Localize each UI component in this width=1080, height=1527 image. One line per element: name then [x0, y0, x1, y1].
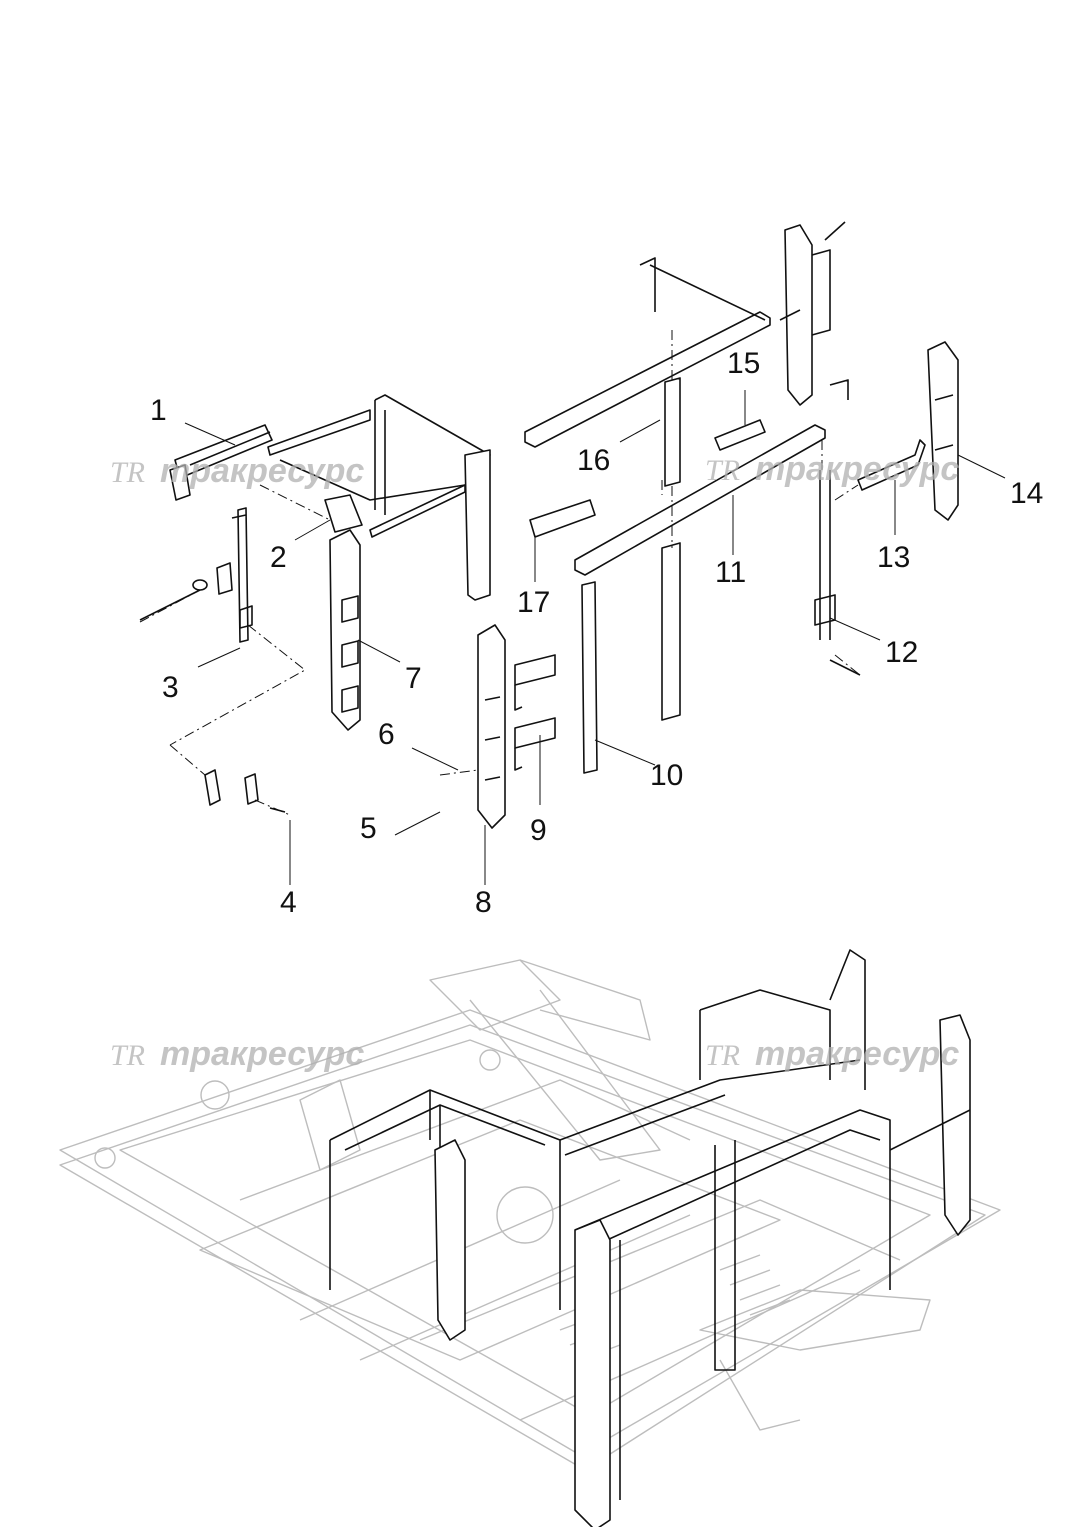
upper-right-assembly [779, 221, 849, 406]
watermark-text: тракресурс [160, 452, 364, 490]
callout-16: 16 [577, 444, 610, 477]
watermark-logo: TR [110, 456, 145, 489]
watermark-2: TR тракресурс [705, 450, 959, 488]
assembled-cab-frame [329, 949, 971, 1527]
watermark-logo: TR [705, 1039, 740, 1072]
callout-labels: 1 2 3 4 5 6 7 8 9 10 11 12 13 14 15 16 1… [150, 347, 1043, 919]
part-17-block [529, 499, 596, 538]
part-16-upper-beam [524, 257, 771, 487]
callout-6: 6 [378, 718, 395, 751]
leader-lines [184, 390, 1006, 885]
part-4-lower-bracket [204, 769, 286, 813]
callout-11: 11 [715, 556, 746, 589]
callout-7: 7 [405, 662, 422, 695]
part-10-post [581, 581, 598, 774]
callout-9: 9 [530, 814, 547, 847]
callout-8: 8 [475, 886, 492, 919]
part-3-vertical-bar [139, 507, 253, 643]
watermark-3: TR тракресурс [110, 1035, 364, 1073]
part-1-bracket [169, 424, 273, 501]
part-8-front-pillar [477, 624, 506, 829]
part-14-right-pillar [927, 341, 959, 521]
part-7-left-pillar [329, 529, 361, 731]
callout-15: 15 [727, 347, 760, 380]
callout-13: 13 [877, 541, 910, 574]
watermark-logo: TR [110, 1039, 145, 1072]
part-9-brackets [514, 654, 556, 771]
watermark-1: TR тракресурс [110, 452, 364, 490]
callout-2: 2 [270, 541, 287, 574]
callout-4: 4 [280, 886, 297, 919]
part-11-cross-beam [574, 424, 826, 721]
watermark-logo: TR [705, 454, 740, 487]
callout-14: 14 [1010, 477, 1043, 510]
callout-10: 10 [650, 759, 683, 792]
callout-17: 17 [517, 586, 550, 619]
watermark-text: тракресурс [755, 450, 959, 488]
callout-3: 3 [162, 671, 179, 704]
callout-12: 12 [885, 636, 918, 669]
part-2-upper-frame [267, 394, 491, 601]
assembly-lines [139, 330, 861, 816]
part-12-right-vertical [814, 470, 861, 676]
part-13-bracket [857, 439, 926, 491]
watermark-text: тракресурс [160, 1035, 364, 1073]
part-15-block [714, 419, 766, 451]
callout-5: 5 [360, 812, 377, 845]
watermark-4: TR тракресурс [705, 1035, 959, 1073]
callout-1: 1 [150, 394, 167, 427]
watermark-text: тракресурс [755, 1035, 959, 1073]
